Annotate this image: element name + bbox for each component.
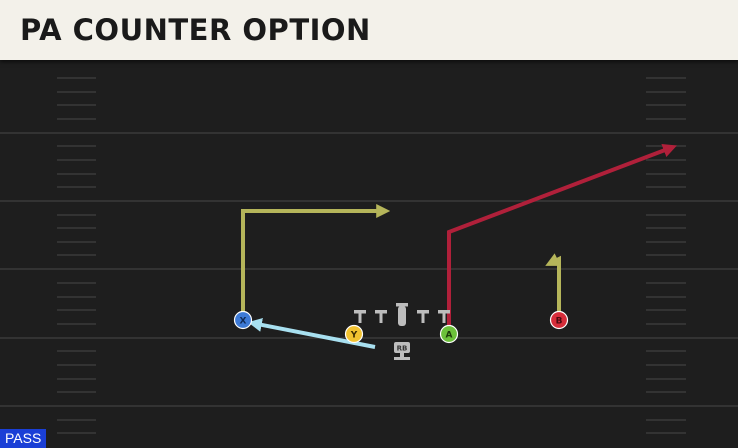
offensive-line [354,303,450,326]
player-rb[interactable]: RB [394,342,410,360]
yard-lines [0,132,738,407]
hash-marks-right [646,77,686,434]
player-a-label: A [446,331,453,341]
player-a[interactable]: A [439,324,459,344]
player-b-label: B [556,317,563,327]
play-title: PA COUNTER OPTION [20,13,371,47]
route-x-corner-out [241,204,391,312]
hash-marks-left [57,77,96,434]
player-rb-label: RB [397,345,408,353]
player-x[interactable]: X [233,310,253,330]
play-type-badge: PASS [0,429,47,448]
center [396,303,408,326]
route-b-curl [545,253,561,312]
route-a-post [447,143,677,326]
lineman-lt [354,310,366,323]
player-y[interactable]: Y [344,324,364,344]
lineman-lg [375,310,387,323]
player-y-label: Y [350,331,358,341]
lineman-rt [438,310,450,323]
lineman-rg [417,310,429,323]
player-b[interactable]: B [549,310,569,330]
player-x-label: X [240,317,247,327]
title-bar: PA COUNTER OPTION [0,0,738,60]
